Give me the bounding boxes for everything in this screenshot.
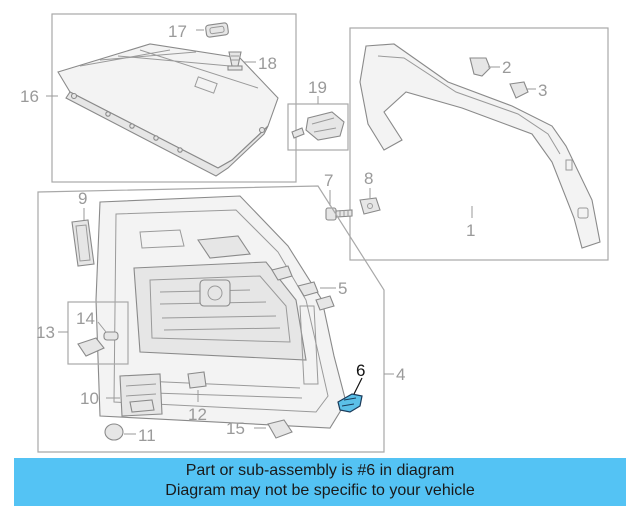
part-2-clip [469,57,491,77]
part-6-highlighted-clip[interactable] [337,393,363,413]
part-12-pad [187,371,207,389]
part-17-pad [205,22,229,38]
callout-14: 14 [76,309,95,328]
callout-10: 10 [80,389,99,408]
part-19-bracket [291,111,345,141]
part-9-cover [71,219,95,267]
part-18-clip [227,51,243,71]
caption-banner: Part or sub-assembly is #6 in diagram Di… [14,458,626,506]
callout-9: 9 [78,189,87,208]
weatherstrip-group-frame [349,27,609,261]
trim-panel-group-frame [37,185,385,453]
cargo-cover-group-frame [51,13,297,183]
part-3-clip [509,81,529,99]
callout-8: 8 [364,169,373,188]
callout-19: 19 [308,78,327,97]
caption-line-1: Part or sub-assembly is #6 in diagram [185,462,455,479]
part-1-weatherstrip [359,43,601,249]
callout-1: 1 [466,221,475,240]
part-15-clip [267,419,293,439]
callout-3: 3 [538,81,547,100]
callout-15: 15 [226,419,245,438]
part-13-lamp [77,337,105,357]
callout-16: 16 [20,87,39,106]
callout-7: 7 [324,171,333,190]
callout-12: 12 [188,405,207,424]
callout-18: 18 [258,54,277,73]
part-8-nut [359,197,381,215]
callout-13: 13 [36,323,55,342]
callout-6: 6 [356,361,365,380]
part-13-group-frame [67,301,129,365]
cargo-cover-part [57,43,279,177]
callout-4: 4 [396,365,405,384]
callout-2: 2 [502,58,511,77]
part-14-bulb [103,331,119,341]
part-10-handle [119,373,163,417]
part-4-trim-panel [95,195,347,429]
callout-5: 5 [338,279,347,298]
part-5-clips [271,265,335,311]
callout-6-leader [353,377,363,395]
callout-11: 11 [138,426,156,445]
caption-line-2: Diagram may not be specific to your vehi… [165,482,475,499]
part-11-plug [104,423,124,441]
callout-17: 17 [168,22,187,41]
